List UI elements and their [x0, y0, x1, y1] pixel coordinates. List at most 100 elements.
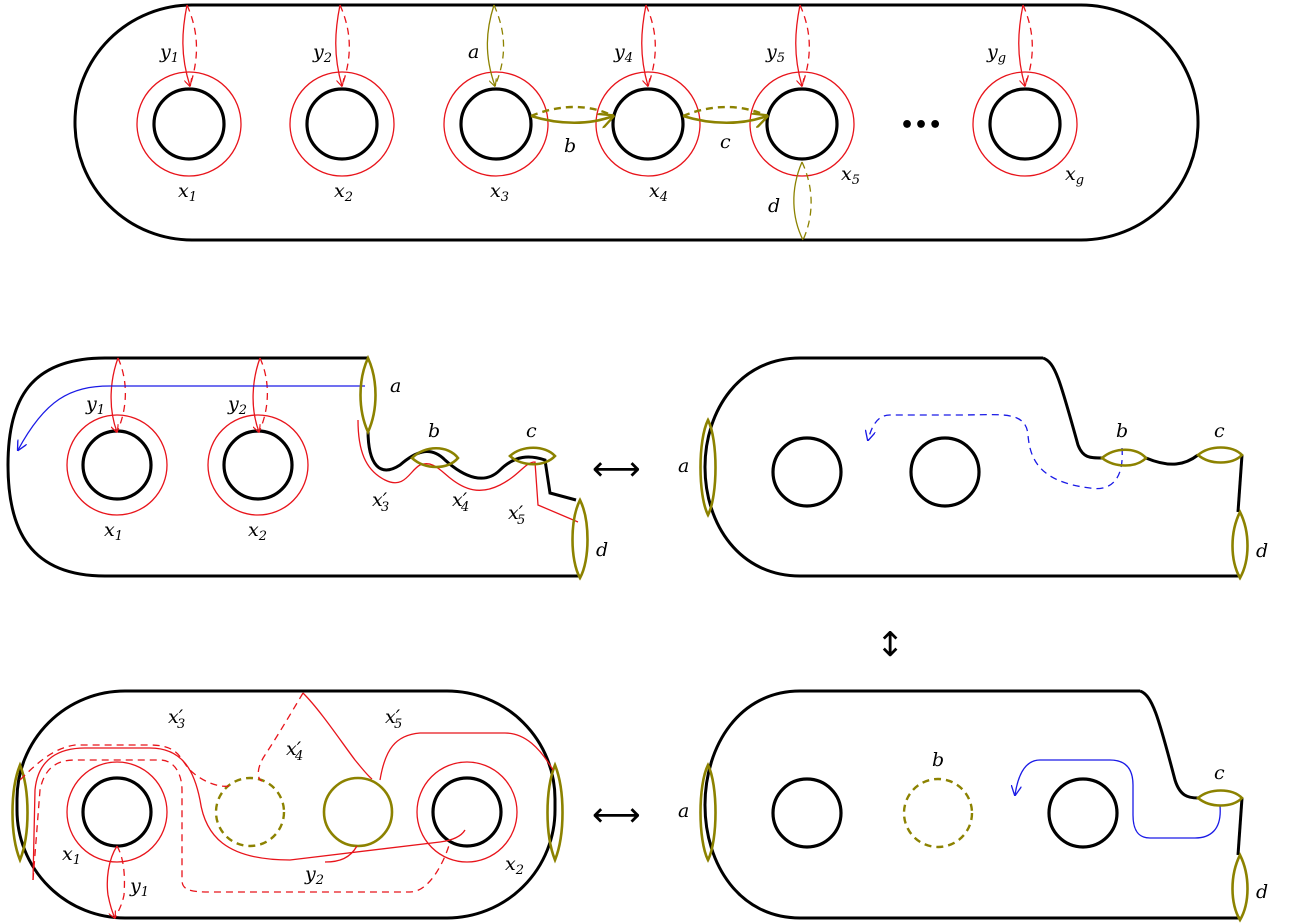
label-xg: xg — [1065, 163, 1084, 188]
label-b: b — [428, 420, 440, 442]
hole-1 — [152, 87, 226, 161]
a-boundary — [699, 762, 717, 863]
b-dashed-disk — [902, 777, 974, 849]
x4-prime-dashed — [257, 692, 304, 782]
label-x4-prime: x′4 — [452, 489, 469, 515]
yg-curve-back — [1022, 4, 1033, 87]
label-x2: x2 — [248, 519, 267, 544]
hole-g — [988, 87, 1062, 161]
middle-right-panel: a b c d — [678, 356, 1268, 581]
c-curve-back — [682, 105, 768, 118]
y1-curve-back — [186, 4, 198, 87]
bottom-right-panel: a b c d — [678, 689, 1268, 923]
hole-2 — [909, 436, 981, 508]
y1-curve — [106, 845, 118, 918]
surface-outline — [703, 689, 1240, 920]
y2-path — [32, 747, 466, 881]
bottom-left-panel: x′3 x′4 x′5 x1 x2 y1 y2 — [11, 689, 564, 919]
label-x3: x3 — [490, 180, 509, 205]
y2-curve-back — [339, 4, 350, 87]
label-y1: y1 — [129, 875, 149, 900]
hole-2 — [305, 87, 379, 161]
label-d: d — [596, 539, 608, 561]
b-curve-back — [530, 105, 614, 118]
y2-curve-back — [258, 357, 268, 433]
d-boundary — [546, 761, 564, 864]
label-yg: yg — [986, 41, 1006, 66]
hole-2 — [431, 776, 503, 848]
middle-left-panel: a b c d y1 y2 x1 x2 x′3 x′4 x′5 — [6, 354, 608, 581]
surface-boundary-slope — [1139, 689, 1199, 800]
d-boundary — [571, 497, 589, 581]
handle-3 — [443, 4, 549, 177]
x2-curve — [416, 761, 518, 863]
label-a-top: a — [468, 41, 479, 63]
hole-1 — [771, 436, 843, 508]
label-y1: y1 — [85, 393, 105, 418]
label-b: b — [1116, 420, 1128, 442]
label-x3-prime: x′3 — [372, 489, 389, 515]
surface-boundary-right — [1236, 454, 1244, 513]
label-x1: x1 — [62, 843, 81, 868]
hole-2 — [222, 429, 294, 501]
label-c: c — [1214, 762, 1225, 784]
d-curve-back — [801, 161, 812, 241]
x4-prime-solid — [302, 692, 373, 780]
y5-curve — [795, 4, 802, 86]
label-d-top: d — [768, 195, 780, 217]
top-surface-panel: y1 y2 a y4 y5 yg x1 x2 x3 x4 x5 xg b c d… — [73, 3, 1200, 242]
label-x5: x5 — [841, 163, 860, 188]
equivalence-arrow-bottom: ⟷ — [592, 795, 641, 835]
handle-2 — [289, 4, 395, 177]
handle-g — [972, 4, 1078, 177]
y2-curve — [252, 357, 260, 432]
c-curve — [682, 116, 767, 123]
surface-boundary-right — [1236, 797, 1244, 856]
x5-prime — [379, 732, 554, 781]
label-y1: y1 — [159, 41, 179, 66]
a-curve — [486, 4, 495, 86]
label-b-top: b — [564, 135, 576, 157]
y1-curve — [182, 4, 190, 86]
label-y5: y5 — [765, 41, 785, 66]
surface-outline — [73, 3, 1200, 242]
a-boundary — [699, 417, 717, 518]
x1-curve — [66, 414, 168, 516]
x3-prime-lower — [32, 759, 451, 893]
label-y2: y2 — [312, 41, 332, 66]
label-x2: x2 — [334, 180, 353, 205]
y1-curve — [110, 357, 118, 432]
y5-curve-back — [799, 4, 810, 87]
c-disk — [322, 776, 394, 848]
c-boundary — [508, 446, 557, 466]
equivalence-arrow-vertical: ↕ — [876, 625, 905, 665]
x3-curve — [443, 71, 549, 177]
label-x3-prime: x′3 — [168, 706, 185, 732]
label-y2: y2 — [304, 863, 324, 888]
ellipsis-dots: ••• — [900, 113, 942, 138]
y1-curve-back — [114, 845, 126, 919]
c-connector — [324, 845, 358, 863]
label-a: a — [678, 800, 689, 822]
x2-curve — [207, 414, 309, 516]
label-x1: x1 — [104, 519, 123, 544]
handle-1 — [136, 4, 242, 177]
label-c: c — [1214, 420, 1225, 442]
yg-curve — [1018, 4, 1025, 86]
x1-curve — [66, 761, 168, 863]
b-boundary — [410, 446, 460, 469]
b-boundary — [1099, 448, 1148, 467]
blue-path — [1015, 759, 1221, 839]
label-x2: x2 — [505, 853, 524, 878]
a-curve-back — [493, 4, 505, 87]
label-b: b — [932, 749, 944, 771]
surface-outline — [703, 356, 1240, 578]
surface-outline — [6, 356, 580, 578]
y1-curve-back — [116, 357, 126, 433]
label-c-top: c — [720, 131, 731, 153]
label-d: d — [1256, 881, 1268, 903]
d-boundary — [1231, 509, 1249, 581]
x5-curve — [749, 71, 855, 177]
